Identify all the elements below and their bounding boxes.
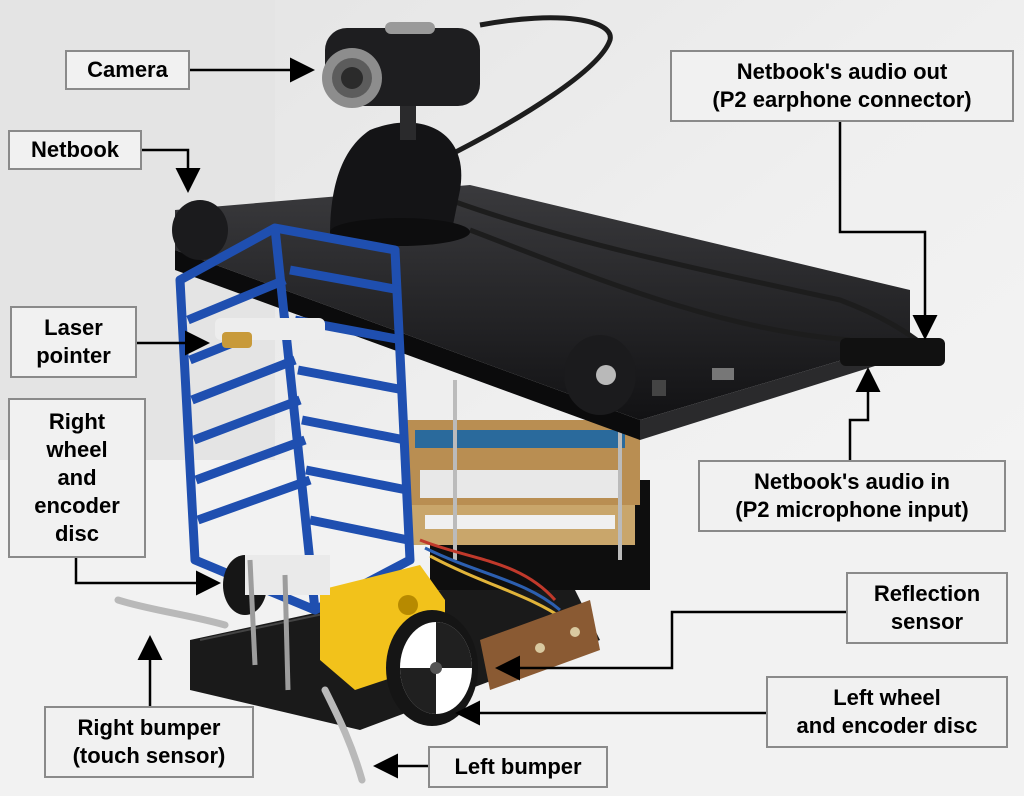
electronics-stack bbox=[405, 380, 650, 622]
label-left-wheel-line-1: Left wheel bbox=[833, 685, 941, 710]
label-reflection-sensor: Reflection sensor bbox=[846, 572, 1008, 644]
label-reflection-line-2: sensor bbox=[890, 609, 964, 634]
label-laser-line-2: pointer bbox=[36, 343, 111, 368]
label-right-wheel-line-3: and bbox=[57, 465, 97, 490]
label-left-bumper: Left bumper bbox=[428, 746, 608, 788]
label-audio-out: Netbook's audio out (P2 earphone connect… bbox=[670, 50, 1014, 122]
label-right-wheel: Right wheel and encoder disc bbox=[8, 398, 146, 558]
label-netbook: Netbook bbox=[8, 130, 142, 170]
bumpers bbox=[114, 596, 366, 784]
label-right-wheel-line-5: disc bbox=[54, 521, 100, 546]
label-netbook-text: Netbook bbox=[31, 137, 119, 162]
label-audio-out-line-1: Netbook's audio out bbox=[736, 59, 948, 84]
camera-device bbox=[322, 22, 480, 246]
label-right-wheel-line-1: Right bbox=[48, 409, 106, 434]
laser-pointer-device bbox=[215, 318, 325, 348]
label-audio-out-line-2: (P2 earphone connector) bbox=[712, 87, 972, 112]
standoffs bbox=[247, 559, 291, 691]
label-left-wheel: Left wheel and encoder disc bbox=[766, 676, 1008, 748]
label-left-bumper-text: Left bumper bbox=[454, 754, 582, 779]
label-right-wheel-line-2: wheel bbox=[46, 437, 108, 462]
label-reflection-line-1: Reflection bbox=[873, 581, 981, 606]
label-right-bumper-line-1: Right bumper bbox=[77, 715, 221, 740]
label-laser-pointer: Laser pointer bbox=[10, 306, 137, 378]
label-camera: Camera bbox=[65, 50, 190, 90]
label-audio-in: Netbook's audio in (P2 microphone input) bbox=[698, 460, 1006, 532]
label-right-bumper: Right bumper (touch sensor) bbox=[44, 706, 254, 778]
label-audio-in-line-2: (P2 microphone input) bbox=[735, 497, 969, 522]
left-wheel-encoder bbox=[386, 610, 478, 726]
label-right-bumper-line-2: (touch sensor) bbox=[72, 743, 226, 768]
label-laser-line-1: Laser bbox=[44, 315, 103, 340]
label-camera-text: Camera bbox=[87, 57, 168, 82]
blue-frame bbox=[175, 223, 415, 615]
label-right-wheel-line-4: encoder bbox=[34, 493, 120, 518]
label-left-wheel-line-2: and encoder disc bbox=[796, 713, 978, 738]
audio-plugs bbox=[840, 338, 945, 366]
label-audio-in-line-1: Netbook's audio in bbox=[754, 469, 950, 494]
